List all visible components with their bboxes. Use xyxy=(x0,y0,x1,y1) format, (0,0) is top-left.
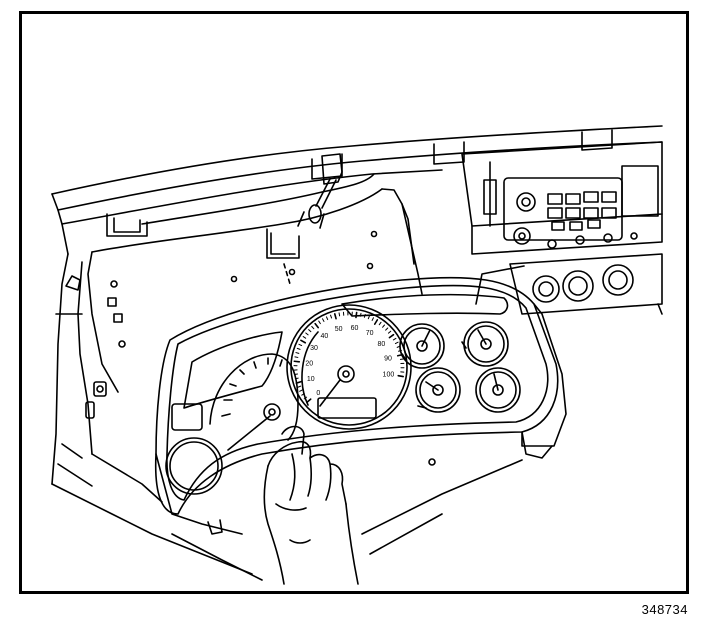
speed-tick-label: 90 xyxy=(384,356,392,363)
speed-tick xyxy=(397,374,404,378)
dash-frame xyxy=(51,125,663,575)
speed-minor-tick xyxy=(371,317,374,321)
speed-tick-label: 10 xyxy=(307,376,315,383)
speed-minor-tick xyxy=(298,343,303,347)
speed-minor-tick xyxy=(305,332,309,336)
speed-minor-tick xyxy=(392,337,397,341)
speed-minor-tick xyxy=(322,318,325,322)
speed-minor-tick xyxy=(318,320,321,325)
speed-tick-label: 60 xyxy=(351,325,359,332)
speed-tick xyxy=(293,360,301,363)
speed-minor-tick xyxy=(302,336,307,339)
speed-minor-tick xyxy=(367,315,370,320)
speed-minor-tick xyxy=(359,312,362,317)
speed-minor-tick xyxy=(308,329,312,333)
speed-minor-tick xyxy=(295,352,300,354)
speed-tick-label: 30 xyxy=(310,345,318,352)
speed-minor-tick xyxy=(294,377,299,380)
speed-tick xyxy=(355,311,358,319)
speed-minor-tick xyxy=(303,396,308,400)
speed-tick-label: 0 xyxy=(316,390,320,397)
speed-minor-tick xyxy=(385,327,389,331)
speed-minor-tick xyxy=(387,330,392,334)
speed-minor-tick xyxy=(330,314,333,319)
speed-tick xyxy=(295,380,302,384)
speed-tick xyxy=(333,313,337,320)
speed-minor-tick xyxy=(378,321,382,326)
speed-tick xyxy=(314,322,320,329)
speed-minor-tick xyxy=(311,326,315,330)
speed-tick xyxy=(373,319,379,325)
speed-tick-label: 40 xyxy=(320,333,328,340)
speed-minor-tick xyxy=(296,347,301,350)
speed-minor-tick xyxy=(294,356,299,358)
speedometer-tick-marks xyxy=(293,311,405,404)
speed-minor-tick xyxy=(363,313,366,318)
speed-minor-tick xyxy=(299,389,303,392)
speed-tick xyxy=(300,339,307,344)
radio-hvac-stack xyxy=(461,141,663,315)
speed-minor-tick xyxy=(394,341,399,345)
speed-tick xyxy=(388,333,395,339)
speed-tick-label: 80 xyxy=(377,341,385,348)
speed-minor-tick xyxy=(338,312,341,317)
speed-minor-tick xyxy=(325,316,329,321)
lower-dash xyxy=(91,453,523,581)
speed-tick xyxy=(306,398,312,404)
speed-tick-label: 50 xyxy=(335,326,343,333)
speed-tick-label: 20 xyxy=(305,360,313,367)
speed-minor-tick xyxy=(297,385,302,388)
figure-number: 348734 xyxy=(641,602,688,617)
speed-tick-label: 70 xyxy=(366,330,374,337)
technician-hand xyxy=(263,425,359,585)
speed-minor-tick xyxy=(382,324,386,328)
speed-minor-tick xyxy=(301,393,305,396)
speed-tick-label: 100 xyxy=(383,371,395,378)
